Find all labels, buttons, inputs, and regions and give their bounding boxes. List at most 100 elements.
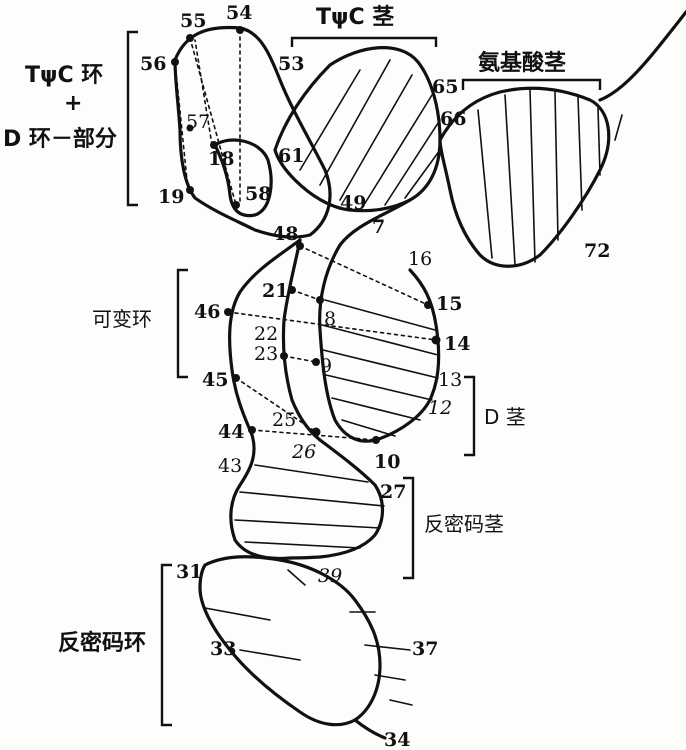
- amino-acid-stem-bracket: [461, 78, 602, 90]
- tpsic-hatch: [299, 59, 441, 209]
- tpsic-loop-bracket: [126, 30, 138, 207]
- num-61: 61: [278, 145, 304, 167]
- num-19: 19: [158, 186, 184, 208]
- variable-loop-bracket: [176, 268, 188, 379]
- num-46: 46: [194, 301, 220, 323]
- num-72: 72: [584, 240, 610, 262]
- num-66: 66: [440, 108, 466, 130]
- num-7: 7: [372, 216, 385, 238]
- label-variable-loop: 可变环: [92, 307, 152, 331]
- label-tpsic-stem: TψC 茎: [316, 4, 394, 30]
- tpsic-loop-outline: [173, 25, 332, 239]
- num-18: 18: [208, 148, 234, 170]
- node-15: [424, 301, 432, 309]
- num-33: 33: [210, 638, 236, 660]
- node-46: [224, 308, 232, 316]
- num-56: 56: [140, 53, 166, 75]
- num-49: 49: [340, 192, 366, 214]
- link-48-15: [299, 245, 429, 306]
- link-23-9: [283, 355, 317, 363]
- num-43: 43: [218, 455, 242, 477]
- d-stem-hatch: [321, 299, 439, 437]
- num-26: 26: [291, 441, 316, 463]
- node-56: [171, 58, 179, 66]
- node-54: [236, 26, 244, 34]
- num-65: 65: [432, 76, 458, 98]
- num-15: 15: [436, 293, 462, 315]
- num-48: 48: [272, 223, 298, 245]
- d-loop-inner-ring: [213, 138, 273, 218]
- label-plus: +: [64, 91, 82, 116]
- node-21: [288, 286, 296, 294]
- hatching: [204, 59, 623, 706]
- node-9: [312, 358, 320, 366]
- num-58: 58: [245, 183, 271, 205]
- amino-acid-hatch: [477, 89, 623, 266]
- anticodon-tail: [353, 718, 387, 740]
- label-d-stem: D 茎: [484, 405, 526, 429]
- node-55: [186, 34, 194, 42]
- num-55: 55: [180, 10, 206, 32]
- acceptor-end-strand: [598, 10, 686, 102]
- num-34: 34: [384, 729, 410, 750]
- anticodon-stem-bracket: [403, 476, 415, 580]
- residue-numbers: 55 54 56 53 57 18 61 19 58 65 66 49 7 48…: [140, 2, 610, 750]
- num-57: 57: [186, 111, 210, 133]
- node-58: [232, 201, 240, 209]
- node-45: [232, 374, 240, 382]
- label-d-loop-part: D 环－部分: [3, 126, 117, 152]
- num-9: 9: [320, 355, 332, 377]
- brackets: [126, 30, 602, 727]
- node-26: [311, 427, 321, 437]
- label-amino-acid-stem: 氨基酸茎: [478, 50, 566, 76]
- anticodon-loop-bracket: [160, 563, 172, 727]
- num-45: 45: [202, 369, 228, 391]
- nodes: [171, 26, 441, 444]
- num-44: 44: [218, 421, 244, 443]
- link-55-58: [189, 37, 237, 206]
- d-stem-outer-strand: [374, 268, 441, 442]
- node-48: [296, 242, 304, 250]
- node-23: [280, 352, 288, 360]
- backbone: [173, 10, 686, 740]
- num-13: 13: [438, 369, 462, 391]
- num-54: 54: [226, 2, 252, 24]
- num-21: 21: [262, 280, 288, 302]
- num-23: 23: [254, 343, 278, 365]
- num-25: 25: [272, 409, 296, 431]
- num-14: 14: [444, 333, 470, 355]
- num-12: 12: [428, 397, 452, 419]
- num-10: 10: [374, 451, 400, 473]
- anticodon-stem-hatch: [234, 464, 385, 549]
- region-labels: TψC 茎 氨基酸茎 TψC 环 + D 环－部分 可变环 D 茎 反密码茎 反…: [3, 4, 566, 656]
- num-39: 39: [318, 565, 342, 587]
- d-stem-bracket: [464, 375, 476, 457]
- link-56-19: [174, 61, 189, 191]
- num-37: 37: [412, 638, 438, 660]
- num-22: 22: [254, 323, 278, 345]
- d-stem-inner-strand: [318, 198, 412, 443]
- node-44: [248, 426, 256, 434]
- label-anticodon-stem: 反密码茎: [424, 512, 504, 536]
- link-18-55: [194, 39, 213, 146]
- node-14: [431, 335, 441, 345]
- label-anticodon-loop: 反密码环: [58, 630, 146, 656]
- num-8: 8: [324, 308, 336, 330]
- node-8: [316, 296, 324, 304]
- node-10: [372, 436, 380, 444]
- anticodon-stem-right: [288, 438, 385, 560]
- node-18: [210, 141, 218, 149]
- num-27: 27: [380, 481, 406, 503]
- link-45-26: [235, 377, 317, 433]
- amino-acid-stem-strand: [438, 86, 611, 268]
- anticodon-loop-ticks: [204, 569, 413, 706]
- label-tpsic-loop: TψC 环: [25, 63, 103, 88]
- num-31: 31: [176, 561, 202, 583]
- num-16: 16: [408, 248, 432, 270]
- num-53: 53: [278, 53, 304, 75]
- node-19: [186, 186, 194, 194]
- node-57: [186, 124, 194, 132]
- link-46-14: [227, 311, 437, 341]
